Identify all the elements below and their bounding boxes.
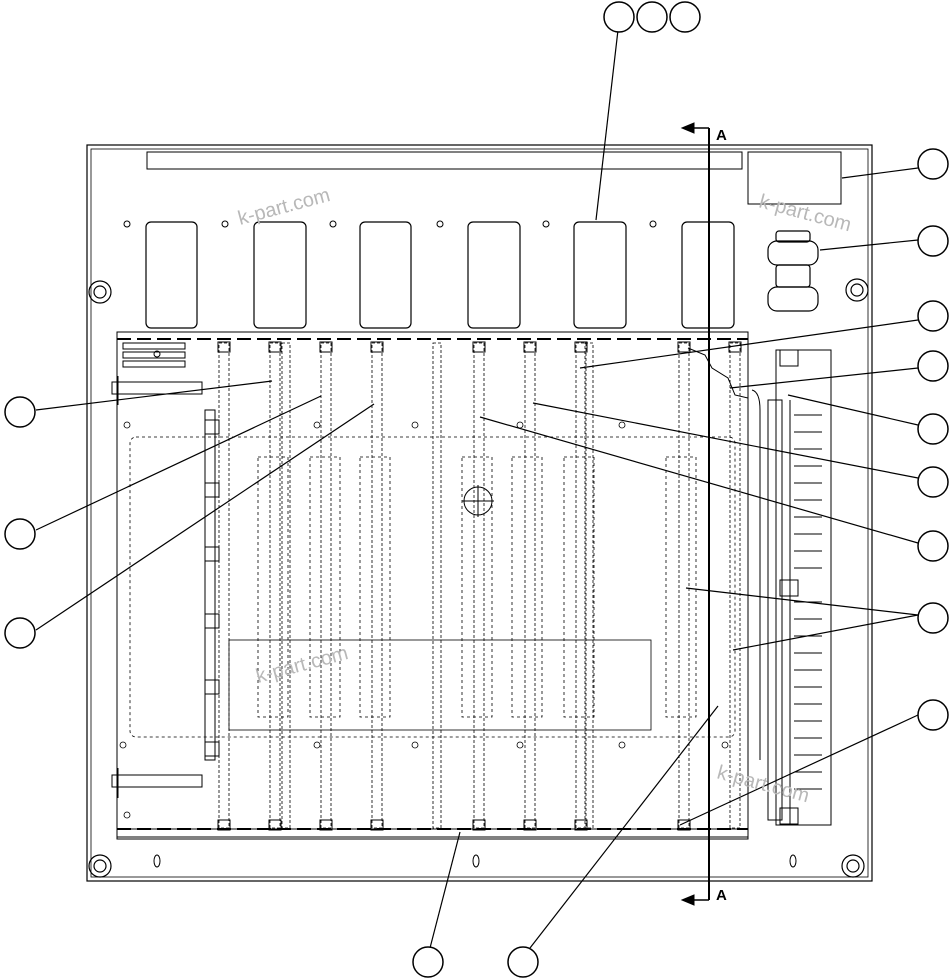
- watermark: k-part.com: [757, 191, 854, 237]
- callout-circle-left-3: [4, 617, 36, 649]
- break-line: [687, 347, 749, 420]
- leader-lines: [35, 29, 919, 949]
- label-strip: [228, 639, 652, 731]
- callout-circle-bottom-1: [412, 946, 444, 978]
- cage-holes: [119, 421, 729, 819]
- dashed-outline: [129, 436, 736, 738]
- top-holes: [123, 220, 657, 228]
- left-bracket: [111, 342, 220, 798]
- callout-circle-right-1: [917, 148, 949, 180]
- section-label-bottom: A: [716, 887, 727, 904]
- watermark: k-part.com: [715, 762, 812, 808]
- callout-circle-right-7: [917, 530, 949, 562]
- callout-circle-right-9: [917, 699, 949, 731]
- watermark: k-part.com: [236, 184, 333, 230]
- section-label-top: A: [716, 127, 727, 144]
- watermark: k-part.com: [254, 642, 351, 688]
- callout-circle-right-3: [917, 300, 949, 332]
- card-cage: [116, 331, 749, 840]
- callout-circle-right-5: [917, 413, 949, 445]
- screw-icon: [462, 485, 494, 517]
- right-connector-block: [767, 230, 819, 312]
- slot-clips: [217, 341, 742, 831]
- callout-circle-left-1: [4, 396, 36, 428]
- terminal-block: [751, 349, 832, 826]
- chassis-frame: [86, 144, 873, 882]
- callout-circle-left-2: [4, 518, 36, 550]
- callouts: [4, 1, 949, 978]
- callout-circle-right-4: [917, 350, 949, 382]
- top-rail: [146, 151, 842, 205]
- bottom-strip: [153, 854, 797, 868]
- card-slots: [218, 342, 741, 829]
- mounting-holes: [88, 278, 869, 878]
- callout-circle-bottom-2: [507, 946, 539, 978]
- callout-circle-right-6: [917, 466, 949, 498]
- callout-circle-top-1: [603, 1, 635, 33]
- top-cutouts: [145, 221, 735, 329]
- callout-circle-right-2: [917, 225, 949, 257]
- section-line: [680, 122, 710, 906]
- callout-circle-top-3: [669, 1, 701, 33]
- callout-circle-top-2: [636, 1, 668, 33]
- callout-circle-right-8: [917, 602, 949, 634]
